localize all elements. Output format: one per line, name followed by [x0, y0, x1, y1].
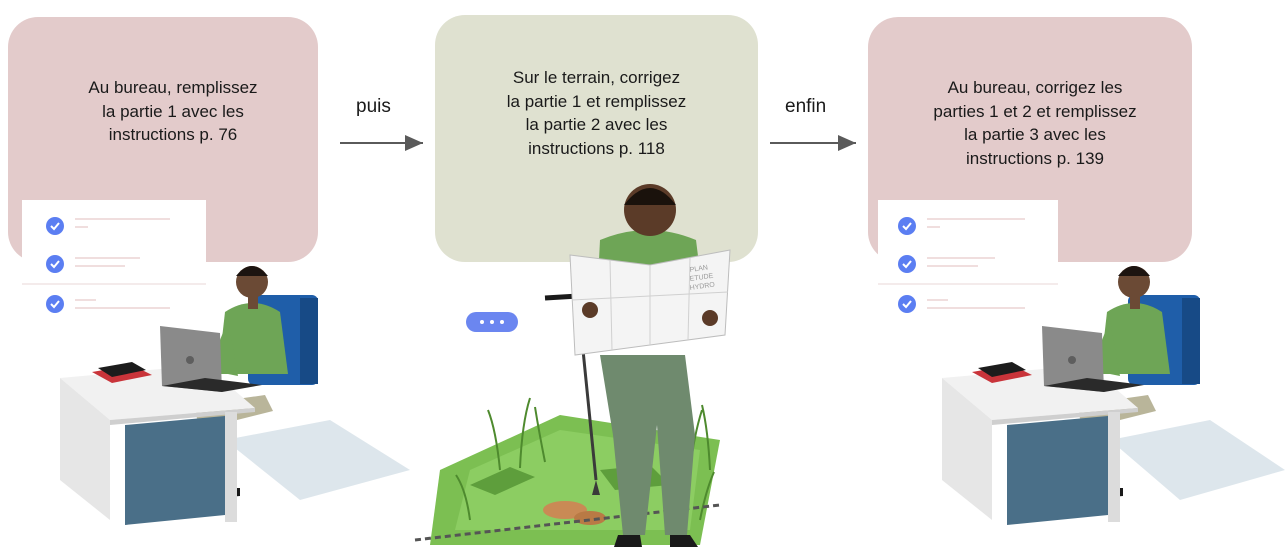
step-2-bubble [435, 15, 758, 262]
office-scene-3 [878, 200, 1285, 525]
checklist-card-3 [878, 200, 1058, 325]
connector-label-puis: puis [356, 96, 391, 117]
check-icon [898, 255, 916, 273]
check-icon [898, 295, 916, 313]
office-scene-1 [22, 200, 410, 525]
step-2-text: Sur le terrain, corrigez la partie 1 et … [506, 68, 687, 158]
check-icon [46, 255, 64, 273]
connector-label-enfin: enfin [785, 96, 827, 117]
map-label: PLAN [689, 265, 708, 274]
check-icon [46, 217, 64, 235]
check-icon [46, 295, 64, 313]
person-pants [600, 355, 695, 535]
step-3-text: Au bureau, corrigez les parties 1 et 2 e… [933, 78, 1137, 168]
check-icon [898, 217, 916, 235]
map-label: ETUDE [689, 273, 714, 283]
field-scene: PLAN ETUDE HYDRO [414, 184, 731, 547]
map-label: HYDRO [689, 281, 716, 292]
step-1-text: Au bureau, remplissez la partie 1 avec l… [88, 78, 258, 144]
checklist-card-1 [22, 200, 206, 325]
